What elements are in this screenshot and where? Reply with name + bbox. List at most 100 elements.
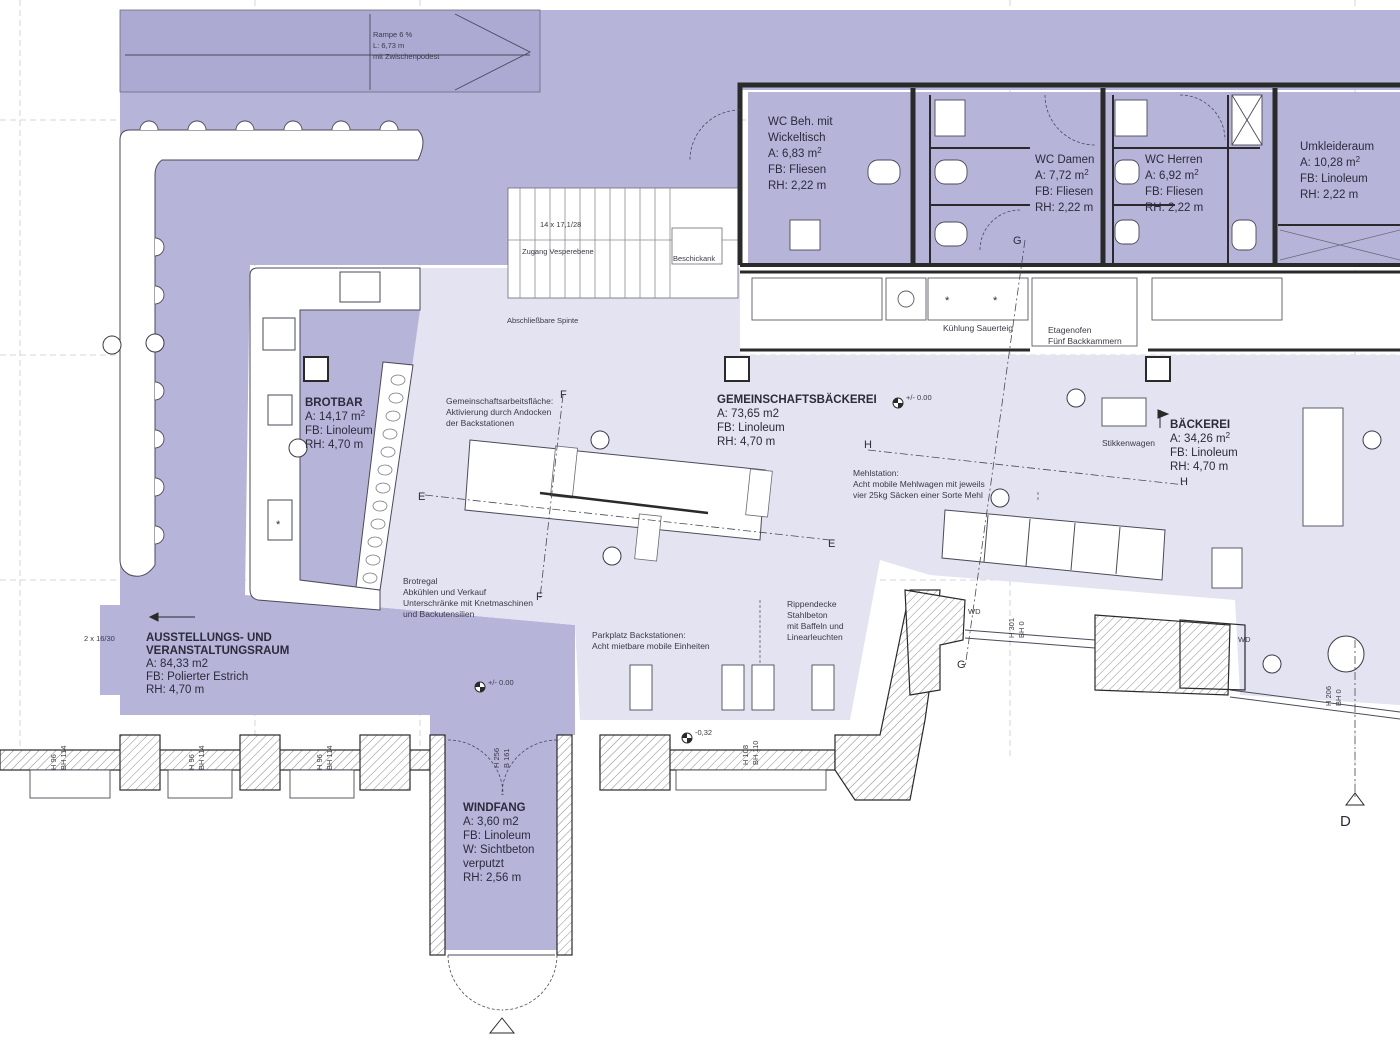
wc-damen-height: RH: 2,22 m — [1035, 202, 1093, 214]
ramp — [125, 13, 531, 91]
annot-brotregal-1: Brotregal — [403, 576, 438, 586]
columns — [303, 356, 1171, 382]
wc-block-area — [748, 92, 1400, 264]
annot-brotregal-4: und Backutensilien — [403, 609, 475, 619]
ausstellung-name1: AUSSTELLUNGS- UND — [146, 632, 272, 644]
section-e-right: E — [828, 538, 835, 550]
ausstellung-name2: VERANSTALTUNGSRAUM — [146, 645, 289, 657]
umkleide-height: RH: 2,22 m — [1300, 189, 1358, 201]
door-tag-b: B 161 — [502, 748, 511, 768]
ramp-line1: Rampe 6 % — [373, 30, 413, 39]
ausstellung-floor: FB: Polierter Estrich — [146, 671, 248, 683]
wc-herren-height: RH: 2,22 m — [1145, 202, 1203, 214]
annot-rippen-4: Linearleuchten — [787, 632, 843, 642]
annot-arbeitsflaeche-3: der Backstationen — [446, 418, 514, 428]
windfang-name: WINDFANG — [463, 802, 526, 814]
annot-etagenofen-1: Etagenofen — [1048, 325, 1092, 335]
umkleide-name: Umkleideraum — [1300, 141, 1374, 153]
windfang-height: RH: 2,56 m — [463, 872, 521, 884]
wc-damen-floor: FB: Fliesen — [1035, 186, 1093, 198]
brotbar-counter — [249, 267, 421, 611]
annot-stikkenwagen: Stikkenwagen — [1102, 438, 1155, 448]
annot-rippen-2: Stahlbeton — [787, 610, 828, 620]
cross-storage — [1279, 229, 1400, 261]
window-tag-2: H 96 — [187, 754, 196, 770]
section-g-bottom: G — [957, 659, 966, 671]
section-lines — [424, 239, 1356, 800]
annot-kuehlung: Kühlung Sauerteig — [943, 323, 1013, 333]
window-tag-4b: BH 110 — [751, 741, 760, 765]
window-tag-5b: BH 0 — [1017, 621, 1026, 638]
window-tag-3b: BH 114 — [325, 746, 334, 770]
window-tag-6b: BH 0 — [1334, 689, 1343, 706]
asterisk-1: * — [276, 519, 281, 531]
brotbar-name: BROTBAR — [305, 397, 363, 409]
level-kitchen: +/- 0.00 — [906, 393, 932, 402]
section-e-left: E — [418, 491, 425, 503]
wc-damen-area: A: 7,72 m2 — [1035, 168, 1089, 182]
window-tag-4: H 108 — [741, 745, 750, 765]
room-areas — [100, 9, 1400, 950]
ramp-area — [119, 9, 541, 93]
window-tag-1b: BH 114 — [59, 746, 68, 770]
gemeinschaft-height: RH: 4,70 m — [717, 436, 775, 448]
wc-herren-area: A: 6,92 m2 — [1145, 168, 1199, 182]
annot-mehl-1: Mehlstation: — [853, 468, 899, 478]
arrows — [148, 409, 1365, 1034]
section-f-bottom: F — [536, 591, 543, 603]
stair-spec: 14 x 17,1/28 — [540, 220, 581, 229]
wd-tag-2: WD — [1238, 635, 1251, 644]
kitchen-strip — [751, 277, 1283, 347]
leader-lines — [759, 492, 1039, 665]
wc-beh-name1: WC Beh. mit — [768, 116, 833, 128]
umkleide-area: A: 10,28 m2 — [1300, 155, 1361, 169]
workbench — [464, 439, 773, 562]
brotbar-area: A: 14,17 m2 — [305, 409, 366, 423]
section-h-left: H — [864, 439, 872, 451]
gemeinschaft-name: GEMEINSCHAFTSBÄCKEREI — [717, 393, 877, 406]
ramp-line2: L: 6,73 m — [373, 41, 404, 50]
annot-arbeitsflaeche-1: Gemeinschaftsarbeitsfläche: — [446, 396, 553, 406]
annot-rippen-3: mit Baffeln und — [787, 621, 844, 631]
windfang-wall1: W: Sichtbeton — [463, 844, 534, 856]
asterisk-2: * — [945, 295, 950, 307]
gemeinschaft-floor: FB: Linoleum — [717, 422, 785, 434]
annot-brotregal-2: Abkühlen und Verkauf — [403, 587, 487, 597]
annot-rippen-1: Rippendecke — [787, 599, 837, 609]
level-markers — [474, 397, 904, 744]
windfang-area — [432, 735, 560, 950]
wc-herren-name: WC Herren — [1145, 154, 1203, 166]
annot-arbeitsflaeche-2: Aktivierung durch Andocken — [446, 407, 552, 417]
section-g-top: G — [1013, 235, 1022, 247]
baeckerei-name: BÄCKEREI — [1170, 418, 1230, 431]
exterior-walls — [0, 589, 1246, 801]
window-tags: H 96 BH 114 H 96 BH 114 H 96 BH 114 H 25… — [49, 607, 1343, 770]
section-d: D — [1340, 813, 1351, 830]
annot-stair-left: 2 x 16/30 — [84, 634, 115, 643]
window-tag-6: H 206 — [1324, 686, 1333, 706]
window-tag-3: H 96 — [315, 754, 324, 770]
wc-beh-height: RH: 2,22 m — [768, 180, 826, 192]
people — [102, 333, 1382, 674]
window-tag-1: H 96 — [49, 754, 58, 770]
parked-stations — [629, 397, 1344, 711]
annot-mehl-3: vier 25kg Säcken einer Sorte Mehl — [853, 490, 983, 500]
bench — [119, 120, 424, 577]
ausstellung-area: A: 84,33 m2 — [146, 658, 208, 670]
doors — [447, 94, 1226, 1011]
stair-cabinet: Beschickank — [673, 254, 715, 263]
brotbar-floor: FB: Linoleum — [305, 425, 373, 437]
gemeinschaft-area — [250, 268, 1400, 720]
umkleide-floor: FB: Linoleum — [1300, 173, 1368, 185]
annot-mehl-2: Acht mobile Mehlwagen mit jeweils — [853, 479, 985, 489]
level-low: -0,32 — [695, 728, 712, 737]
wd-tag-1: WD — [968, 607, 981, 616]
annot-etagenofen-2: Fünf Backkammern — [1048, 336, 1122, 346]
wc-beh-floor: FB: Fliesen — [768, 164, 826, 176]
bread-shelf — [355, 361, 414, 591]
window-tag-5: H 301 — [1007, 618, 1016, 638]
annot-brotregal-3: Unterschränke mit Knetmaschinen — [403, 598, 533, 608]
annot-parkplatz-1: Parkplatz Backstationen: — [592, 630, 686, 640]
stair — [507, 187, 739, 299]
